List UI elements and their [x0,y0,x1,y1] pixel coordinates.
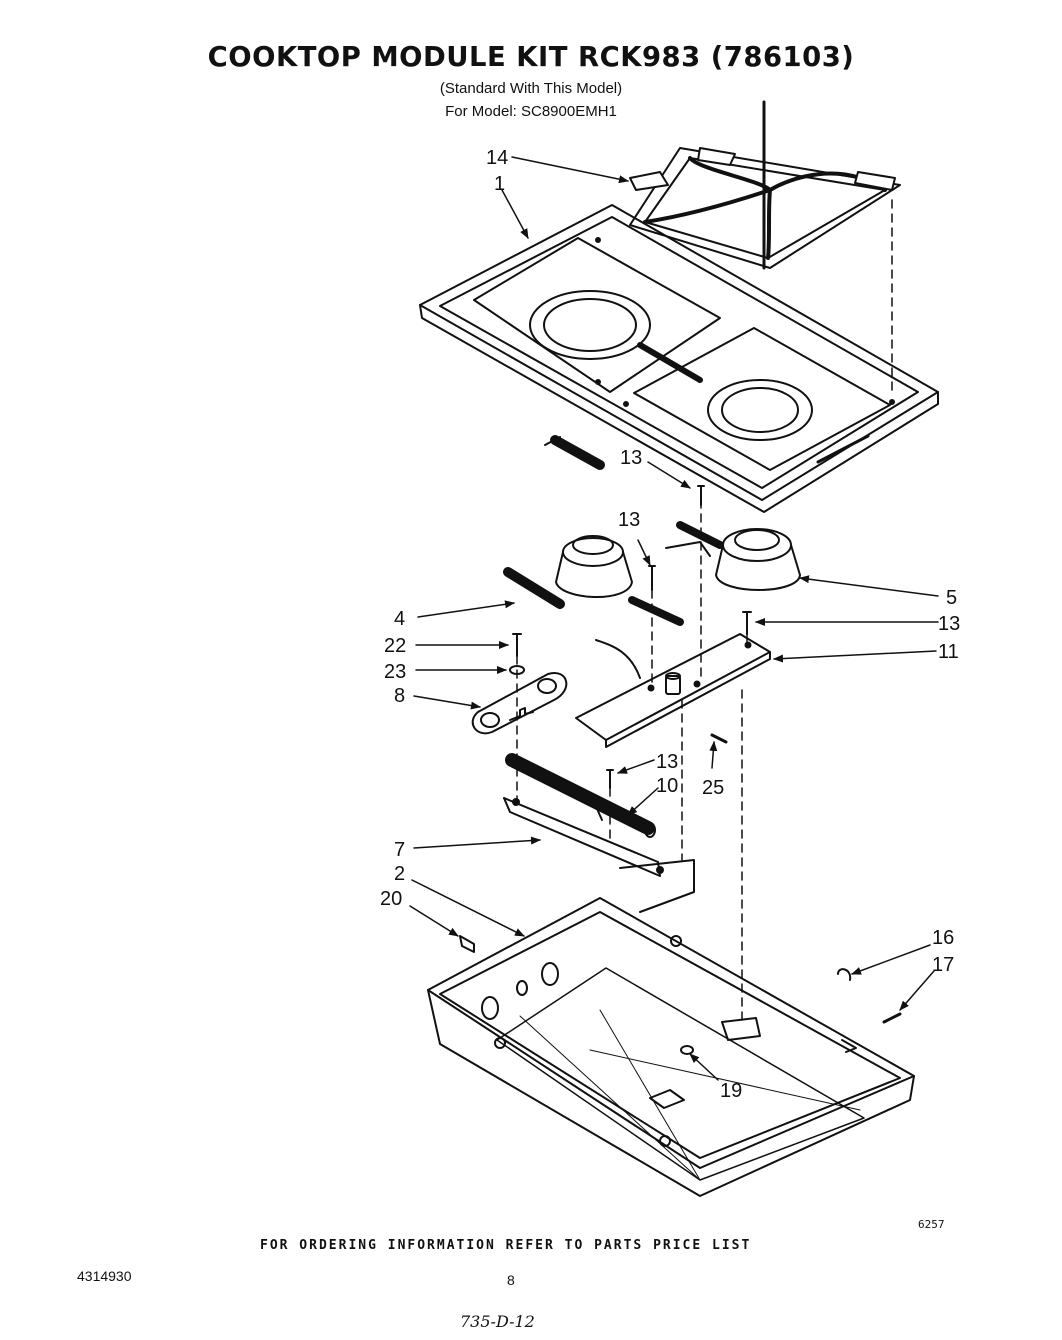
model-line: For Model: SC8900EMH1 [445,103,617,120]
callout-2: 2 [394,863,405,885]
ignitor-plate [471,671,568,735]
callout-16: 16 [932,927,954,949]
callout-13a: 13 [620,447,642,469]
callout-14: 14 [486,147,508,169]
callout-labels: 14 1 13 13 5 4 13 22 11 23 8 13 10 25 7 … [380,147,960,1102]
drawing-code: 6257 [918,1218,945,1231]
callout-19: 19 [720,1080,742,1102]
surface-burners [503,435,801,679]
handwritten-reference: 735-D-12 [460,1312,535,1331]
callout-25: 25 [702,777,724,799]
callout-17: 17 [932,954,954,976]
ordering-note: FOR ORDERING INFORMATION REFER TO PARTS … [260,1238,752,1253]
part-number: 4314930 [77,1268,132,1284]
callout-4: 4 [394,608,405,630]
callout-13d: 13 [656,751,678,773]
callout-7: 7 [394,839,405,861]
page-subtitle: (Standard With This Model) [439,80,623,97]
callout-8: 8 [394,685,405,707]
alignment-lines [516,199,893,1023]
callout-23: 23 [384,661,406,683]
page-number: 8 [507,1272,515,1288]
callout-20: 20 [380,888,402,910]
page-title: COOKTOP MODULE KIT RCK983 (786103) [207,40,855,73]
callout-10: 10 [656,775,678,797]
callout-22: 22 [384,635,406,657]
burner-grate [629,100,901,270]
callout-1: 1 [494,173,505,195]
leader-lines [409,156,939,1081]
cooktop-top-panel [419,204,939,513]
callout-5: 5 [946,587,957,609]
callout-13c: 13 [938,613,960,635]
manifold-bracket [575,633,771,748]
callout-11: 11 [938,641,959,663]
callout-13b: 13 [618,509,640,531]
base-pan [427,897,915,1197]
